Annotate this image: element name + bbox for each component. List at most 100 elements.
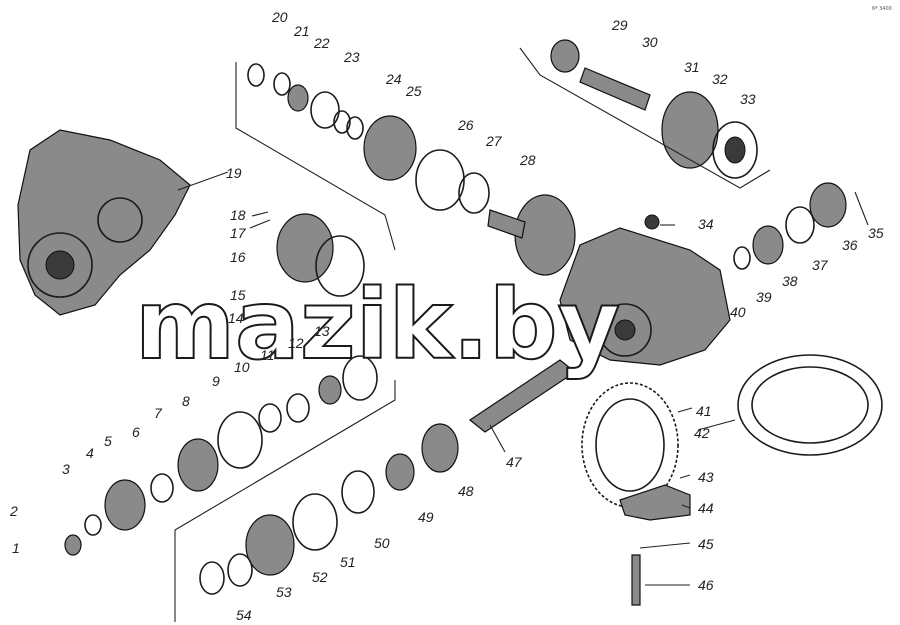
callout-7: 7 [154, 405, 163, 421]
callout-29: 29 [611, 17, 628, 33]
callout-12: 12 [288, 335, 304, 351]
ring-53 [227, 553, 253, 587]
callout-35: 35 [868, 225, 884, 241]
ring-50 [341, 470, 375, 514]
ring-21 [273, 72, 291, 96]
gasket-26 [415, 149, 465, 211]
callout-26: 26 [457, 117, 474, 133]
pinion-shaft-31 [579, 67, 651, 111]
callout-47: 47 [506, 454, 523, 470]
callout-16: 16 [230, 249, 246, 265]
callout-32: 32 [712, 71, 728, 87]
washer-3 [84, 514, 102, 536]
cover-8 [177, 438, 219, 492]
callout-41: 41 [696, 403, 712, 419]
callout-24: 24 [385, 71, 402, 87]
ring-54 [199, 561, 225, 595]
callout-46: 46 [698, 577, 714, 593]
callout-6: 6 [132, 424, 140, 440]
corner-mark: 6ª 3400 [872, 6, 892, 12]
callout-36: 36 [842, 237, 858, 253]
gear-48 [421, 423, 459, 473]
cup-27 [458, 172, 490, 214]
ring-23 [310, 91, 340, 129]
callout-33: 33 [740, 91, 756, 107]
callout-11: 11 [260, 347, 275, 363]
bolt-46 [631, 554, 641, 606]
callout-13: 13 [314, 323, 330, 339]
gasket-14 [315, 235, 365, 297]
plug-34 [644, 214, 660, 230]
callout-28: 28 [519, 152, 536, 168]
drive-pinion-28 [487, 194, 576, 276]
callout-49: 49 [418, 509, 434, 525]
ring-10 [258, 403, 282, 433]
bearing-33 [712, 121, 758, 179]
callout-50: 50 [374, 535, 390, 551]
shaft-47 [468, 359, 577, 433]
callout-17: 17 [230, 225, 247, 241]
gear-29 [550, 39, 580, 73]
gasket-51 [292, 493, 338, 551]
callout-30: 30 [642, 34, 658, 50]
callout-23: 23 [343, 49, 360, 65]
callout-14: 14 [228, 310, 244, 326]
callout-2: 2 [9, 503, 18, 519]
ring-13 [342, 355, 378, 401]
callout-1: 1 [12, 540, 20, 556]
callout-43: 43 [698, 469, 714, 485]
bearing-49 [385, 453, 415, 491]
group-lines [174, 47, 771, 622]
callout-18: 18 [230, 207, 246, 223]
leader-lines [177, 171, 869, 586]
bearing-22 [287, 84, 309, 112]
washer-20 [247, 63, 265, 87]
bearing-12 [318, 375, 342, 405]
callout-3: 3 [62, 461, 70, 477]
callout-51: 51 [340, 554, 356, 570]
callout-54: 54 [236, 607, 252, 623]
bearing-38 [752, 225, 784, 265]
callout-37: 37 [812, 257, 829, 273]
callout-labels: 1 2 3 4 5 6 7 8 9 10 11 12 13 14 15 16 1… [9, 9, 884, 623]
callout-39: 39 [756, 289, 772, 305]
shims-24 [333, 110, 364, 140]
callout-40: 40 [730, 304, 746, 320]
callout-44: 44 [698, 500, 714, 516]
callout-10: 10 [234, 359, 250, 375]
callout-42: 42 [694, 425, 710, 441]
cap-44 [619, 484, 691, 521]
callout-38: 38 [782, 273, 798, 289]
callout-20: 20 [271, 9, 288, 25]
ring-11 [286, 393, 310, 423]
callout-48: 48 [458, 483, 474, 499]
callout-52: 52 [312, 569, 328, 585]
nut-1 [64, 534, 82, 556]
callout-22: 22 [313, 35, 330, 51]
callout-8: 8 [182, 393, 190, 409]
ring-39 [733, 246, 751, 270]
cover-36 [809, 182, 847, 228]
callout-15: 15 [230, 287, 246, 303]
callout-21: 21 [293, 23, 310, 39]
callout-34: 34 [698, 216, 714, 232]
callout-27: 27 [485, 133, 503, 149]
assembly-housing-19 [17, 129, 191, 316]
callout-5: 5 [104, 433, 112, 449]
callout-25: 25 [405, 83, 422, 99]
gasket-9 [217, 411, 263, 469]
main-housing-40 [559, 227, 731, 366]
ring-5 [150, 473, 174, 503]
cage-52 [245, 514, 295, 576]
callout-53: 53 [276, 584, 292, 600]
watermark: mazik.by [135, 269, 620, 381]
flange-4 [104, 479, 146, 531]
callout-9: 9 [212, 373, 220, 389]
gasket-ring-42 [737, 354, 883, 456]
cage-25 [363, 115, 417, 181]
cover-16 [276, 213, 334, 283]
bevel-gear-32 [661, 91, 719, 169]
callout-4: 4 [86, 445, 94, 461]
callout-31: 31 [684, 59, 700, 75]
